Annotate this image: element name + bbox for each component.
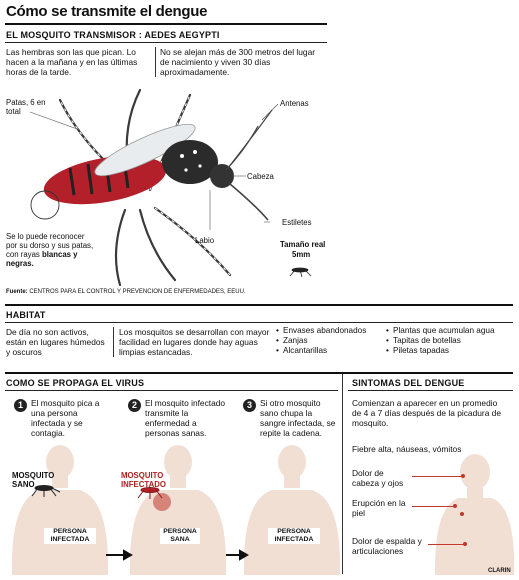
person-1-label: PERSONA INFECTADA — [44, 528, 96, 544]
habitat-col2: Los mosquitos se desarrollan con mayor f… — [119, 327, 270, 357]
label-recognize-bold: blancas y negras. — [6, 250, 78, 268]
symptoms-general: Fiebre alta, náuseas, vómitos — [352, 444, 462, 454]
symptom-3-line — [428, 544, 464, 545]
symptom-1: Dolor de cabeza y ojos — [352, 468, 404, 488]
habitat-header: HABITAT — [6, 310, 46, 320]
habitat-list-b: Plantas que acumulan agua Tapitas de bot… — [386, 326, 514, 356]
person-head — [164, 445, 192, 479]
step-1-text: El mosquito pica a una persona infectada… — [31, 398, 100, 438]
list-item: Envases abandonados — [276, 326, 384, 336]
wing — [94, 123, 196, 177]
leg — [153, 206, 232, 277]
person-neck — [467, 488, 483, 498]
head — [210, 164, 234, 188]
bodies-illustration — [11, 445, 340, 575]
label-size-value: 5mm — [292, 250, 311, 259]
symptoms-intro: Comienzan a aparecer en un promedio de 4… — [352, 398, 501, 428]
person-neck — [52, 476, 68, 488]
symptom-2-dot — [453, 504, 457, 508]
label-recognize: Se lo puede reconocer por su dorso y sus… — [6, 232, 96, 268]
habitat-rule-top — [5, 304, 513, 306]
real-size-mosquito — [289, 267, 312, 278]
proboscis — [229, 183, 269, 221]
symptom-3-dot — [463, 542, 467, 546]
list-item: Alcantarillas — [276, 346, 384, 356]
person-neck — [170, 476, 186, 488]
person-3-label: PERSONA INFECTADA — [268, 528, 320, 544]
mosquito-illustration — [29, 88, 312, 287]
mosquito-rule — [5, 42, 327, 43]
thorax — [162, 140, 218, 184]
credit: CLARIN — [488, 568, 511, 574]
source-label: Fuente: — [6, 289, 28, 295]
mosquito-infectado-icon — [137, 487, 163, 499]
label-labio: Labio — [195, 236, 215, 245]
leg — [114, 208, 127, 287]
label-patas: Patas, 6 en total — [6, 98, 46, 116]
mosquito-col1: Las hembras son las que pican. Lo hacen … — [6, 47, 138, 77]
arrow-head — [239, 549, 250, 561]
person-head — [46, 445, 74, 479]
symptom-1-line — [412, 476, 462, 477]
label-estiletes: Estiletes — [282, 218, 312, 227]
step-3-number: 3 — [243, 399, 256, 412]
leg-detail-circle — [30, 190, 60, 220]
step-2-number: 2 — [128, 399, 141, 412]
person-2-label: PERSONA SANA — [160, 528, 200, 544]
habitat-col1: De día no son activos, están en lugares … — [6, 327, 105, 357]
leg — [138, 208, 177, 282]
list-item: Zanjas — [276, 336, 384, 346]
list-item: Tapitas de botellas — [386, 336, 514, 346]
symptom-2: Erupción en la piel — [352, 498, 406, 518]
source-text: CENTROS PARA EL CONTROL Y PREVENCION DE … — [29, 289, 246, 295]
label-size: Tamaño real — [280, 240, 326, 249]
mosquito-divider — [155, 47, 156, 77]
person-neck — [284, 476, 300, 488]
step-2-text: El mosquito infectado transmite la enfer… — [145, 398, 226, 438]
propagation-rule — [5, 390, 338, 391]
label-antenas: Antenas — [280, 99, 309, 108]
mosquito-sano-icon — [31, 485, 61, 497]
symptoms-rule — [348, 390, 513, 391]
label-mosquito-sano: MOSQUITO SANO — [12, 471, 55, 489]
step-3-text: Si otro mosquito sano chupa la sangre in… — [260, 398, 336, 438]
arrow-head — [123, 549, 134, 561]
step-1-number: 1 — [14, 399, 27, 412]
source-line: Fuente: CENTROS PARA EL CONTROL Y PREVEN… — [6, 289, 246, 295]
symptom-2-dot — [460, 512, 464, 516]
label-cabeza: Cabeza — [247, 172, 274, 181]
person-head — [278, 445, 306, 479]
habitat-divider — [113, 327, 114, 357]
symptoms-divider — [342, 374, 343, 574]
propagation-header: COMO SE PROPAGA EL VIRUS — [6, 378, 145, 388]
label-mosquito-infectado: MOSQUITO INFECTADO — [121, 471, 166, 489]
bite-mark — [153, 493, 171, 511]
thorax-spots — [180, 150, 202, 172]
propagation-rule-top — [5, 372, 513, 374]
habitat-rule — [5, 322, 513, 323]
mosquito-col2: No se alejan más de 300 metros del lugar… — [160, 47, 316, 77]
symptom-1-dot — [461, 474, 465, 478]
list-item: Piletas tapadas — [386, 346, 514, 356]
symptom-2-line — [412, 506, 454, 507]
label-recognize-text: Se lo puede reconocer por su dorso y sus… — [6, 232, 94, 259]
list-item: Plantas que acumulan agua — [386, 326, 514, 336]
symptoms-body — [434, 454, 515, 575]
habitat-list-a: Envases abandonados Zanjas Alcantarillas — [276, 326, 384, 356]
page-title: Cómo se transmite el dengue — [6, 3, 208, 20]
person-head — [460, 454, 490, 490]
title-rule — [5, 23, 327, 25]
symptoms-header: SINTOMAS DEL DENGUE — [352, 378, 465, 388]
mosquito-header: EL MOSQUITO TRANSMISOR : AEDES AEGYPTI — [6, 30, 220, 40]
symptom-3: Dolor de espalda y articulaciones — [352, 536, 422, 556]
person-torso — [434, 498, 515, 575]
